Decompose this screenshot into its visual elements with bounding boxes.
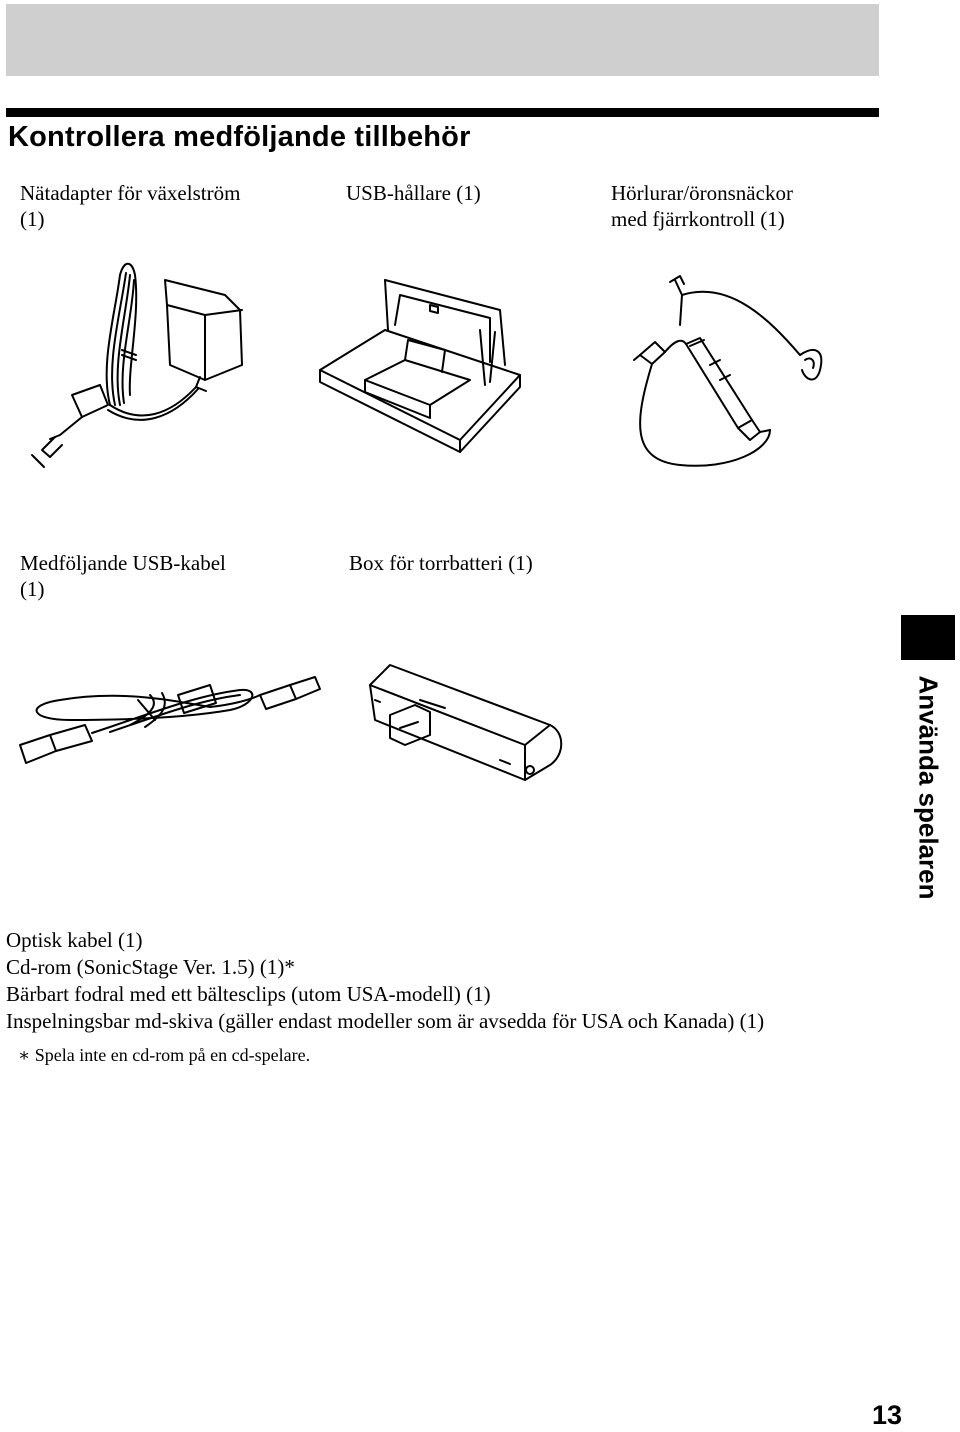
headphones-illustration (633, 275, 823, 467)
usb-cradle-illustration (319, 279, 521, 453)
caption-headphones: Hörlurar/öronsnäckor med fjärrkontroll (… (611, 180, 793, 232)
caption-battery-case-line1: Box för torrbatteri (1) (349, 551, 533, 575)
caption-usb-cradle-line1: USB-hållare (1) (346, 181, 481, 205)
header-gray-bar (6, 4, 879, 76)
list-item: Inspelningsbar md-skiva (gäller endast m… (6, 1009, 765, 1033)
caption-ac-adapter-line1: Nätadapter för växelström (20, 181, 241, 205)
page-title: Kontrollera medföljande tillbehör (8, 121, 471, 153)
page-number: 13 (872, 1400, 903, 1430)
caption-ac-adapter-line2: (1) (20, 207, 45, 231)
side-tab-label: Använda spelaren (895, 672, 960, 902)
section-tab-marker (901, 615, 955, 660)
caption-ac-adapter: Nätadapter för växelström (1) (20, 180, 240, 232)
caption-battery-case: Box för torrbatteri (1) (349, 550, 533, 576)
section-rule (6, 108, 879, 117)
battery-case-illustration (369, 664, 563, 781)
accessory-list: Optisk kabel (1) Cd-rom (SonicStage Ver.… (6, 927, 764, 1035)
caption-usb-cable: Medföljande USB-kabel (1) (20, 550, 226, 602)
list-item: Cd-rom (SonicStage Ver. 1.5) (1)* (6, 955, 295, 979)
list-item: Optisk kabel (1) (6, 928, 143, 952)
ac-adapter-illustration (31, 262, 243, 468)
caption-usb-cable-line1: Medföljande USB-kabel (20, 551, 226, 575)
caption-headphones-line2: med fjärrkontroll (1) (611, 207, 785, 231)
list-item: Bärbart fodral med ett bältesclips (utom… (6, 982, 491, 1006)
side-tab-text: Använda spelaren (913, 675, 944, 899)
usb-cable-illustration (19, 676, 321, 764)
caption-usb-cradle: USB-hållare (1) (346, 180, 481, 206)
caption-usb-cable-line2: (1) (20, 577, 45, 601)
caption-headphones-line1: Hörlurar/öronsnäckor (611, 181, 793, 205)
footnote: ∗ Spela inte en cd-rom på en cd-spelare. (18, 1045, 311, 1065)
